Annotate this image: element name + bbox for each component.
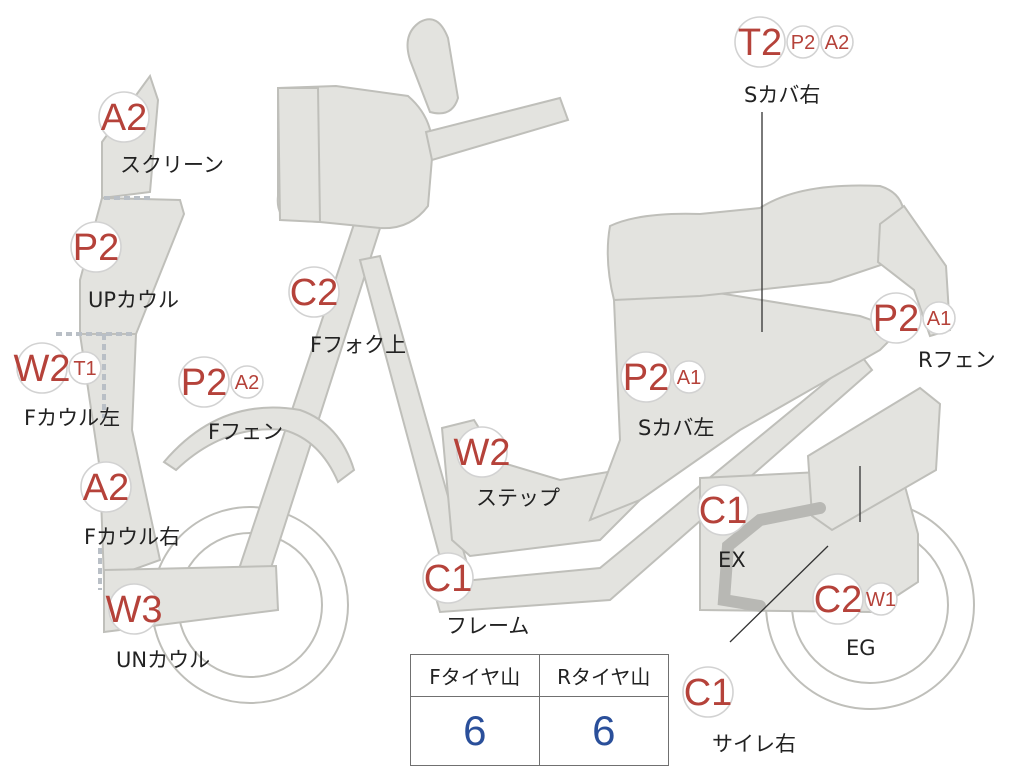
grade-badge: C2 (814, 579, 863, 621)
part-label: Fフォク上 (310, 333, 406, 357)
grade-badge: C1 (699, 490, 748, 532)
grade-badge-circle (288, 266, 340, 318)
frame-rail-shape (430, 352, 874, 614)
grade-badge: A2 (825, 32, 849, 54)
part-label: Fカウル左 (24, 406, 120, 430)
part-frame: C1 フレーム (422, 552, 529, 638)
grade-badge-circle (422, 552, 474, 604)
grade-badge: C1 (424, 558, 473, 600)
grade-badge: P2 (873, 298, 919, 340)
grade-badge: C2 (290, 272, 339, 314)
part-label: フレーム (446, 614, 529, 638)
seat-shape (606, 184, 906, 302)
grade-badge-circle (98, 91, 150, 143)
grade-badge-circle (820, 25, 854, 59)
part-screen: A2 スクリーン (98, 91, 224, 177)
grade-badge: A2 (101, 97, 147, 139)
grade-badge-circle (108, 583, 160, 635)
grade-badge-circle (620, 351, 672, 403)
grade-badge-circle (697, 484, 749, 536)
headlight-shape (276, 87, 322, 224)
front-tire-value: 6 (411, 697, 540, 765)
mirror-shape (406, 18, 460, 115)
grade-badge-circle (230, 365, 264, 399)
part-label: EG (846, 636, 876, 660)
part-label: Fフェン (208, 420, 283, 444)
side-cover-shape (588, 288, 902, 522)
part-muffler-right: C1 サイレ右 (682, 666, 796, 756)
rear-tire-header: Rタイヤ山 (539, 655, 668, 697)
grade-badge-circle (786, 25, 820, 59)
leader-lines (729, 112, 861, 643)
part-label: ステップ (476, 486, 560, 510)
exhaust-pipe-shape (717, 502, 826, 612)
part-label: Fカウル右 (84, 525, 180, 549)
part-label: UPカウル (88, 288, 179, 312)
grade-badge: A1 (927, 308, 951, 330)
grade-badge-circle (178, 356, 230, 408)
grade-badge: W2 (14, 348, 71, 390)
grade-badge: A2 (83, 467, 129, 509)
grade-badge: P2 (623, 357, 669, 399)
grade-badge: T2 (738, 22, 782, 64)
grade-badge-circle (672, 360, 706, 394)
grade-badge-circle (734, 16, 786, 68)
part-label: UNカウル (116, 648, 210, 672)
tire-tread-table: Fタイヤ山 Rタイヤ山 6 6 (410, 654, 669, 766)
part-label: スクリーン (120, 153, 224, 177)
part-label: Sカバ左 (638, 416, 714, 440)
scooter-silhouette (56, 18, 975, 710)
grade-badge-circle (922, 301, 956, 335)
part-label: サイレ右 (712, 732, 796, 756)
grade-badge: T1 (73, 358, 96, 380)
grade-badge-circle (870, 292, 922, 344)
grade-badge: P2 (181, 362, 227, 404)
grade-badge: P2 (791, 32, 815, 54)
grade-badge-circle (16, 342, 68, 394)
grade-badge: A2 (235, 372, 259, 394)
grade-badge: W1 (866, 589, 896, 611)
grade-badge-circle (80, 461, 132, 513)
front-fender-shape (162, 406, 356, 484)
part-label: Rフェン (918, 348, 996, 372)
grade-badge: W3 (106, 589, 163, 631)
grade-badge: P2 (73, 227, 119, 269)
rear-tire-value: 6 (592, 707, 616, 754)
air-cleaner-shape (806, 386, 942, 532)
muffler-right-leader (729, 545, 829, 643)
grade-badge: W2 (454, 432, 511, 474)
grade-badge-circle (456, 426, 508, 478)
grade-badge: A1 (677, 367, 701, 389)
part-label: EX (718, 548, 746, 572)
grade-badge-circle (864, 582, 898, 616)
part-label: Sカバ右 (744, 83, 820, 107)
grade-badge: C1 (684, 672, 733, 714)
part-step: W2 ステップ (454, 426, 560, 510)
grade-badge-circle (682, 666, 734, 718)
handlebar-shape (424, 96, 570, 162)
front-tire-header: Fタイヤ山 (411, 655, 540, 697)
grade-badge-circle (812, 573, 864, 625)
grade-badge-circle (70, 221, 122, 273)
grade-badge-circle (68, 351, 102, 385)
